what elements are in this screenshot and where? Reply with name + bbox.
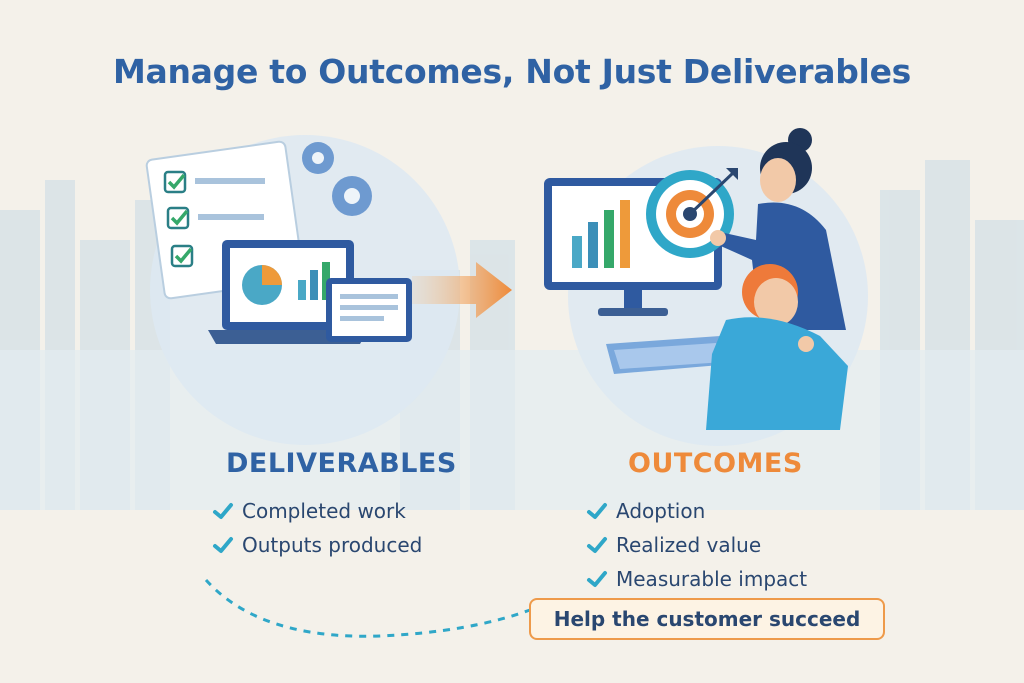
list-item-label: Realized value [616,533,762,557]
deliverables-heading: DELIVERABLES [226,448,457,479]
dashed-connector [204,578,531,638]
list-item: Completed work [212,494,422,528]
list-item: Outputs produced [212,528,422,562]
list-item-label: Outputs produced [242,533,423,557]
checkmark-icon [587,503,607,519]
list-item-label: Adoption [616,499,706,523]
checkmark-icon [213,537,233,553]
cta-badge: Help the customer succeed [529,598,885,640]
person-standing-icon [710,128,846,330]
outcomes-list: Adoption Realized value Measurable impac… [586,494,807,596]
keyboard-icon [606,336,732,374]
checkmark-icon [213,503,233,519]
gear-icon [302,142,372,216]
tablet-icon [326,278,412,342]
checkmark-icon [587,537,607,553]
page-title: Manage to Outcomes, Not Just Deliverable… [112,52,911,91]
outcomes-heading: OUTCOMES [628,448,803,479]
person-seated-icon [706,264,848,430]
list-item: Adoption [586,494,807,528]
deliverables-list: Completed work Outputs produced [212,494,422,562]
list-item: Realized value [586,528,807,562]
list-item-label: Completed work [242,499,406,523]
list-item-label: Measurable impact [616,567,808,591]
list-item: Measurable impact [586,562,807,596]
transition-arrow-icon [412,262,512,318]
checkmark-icon [587,571,607,587]
